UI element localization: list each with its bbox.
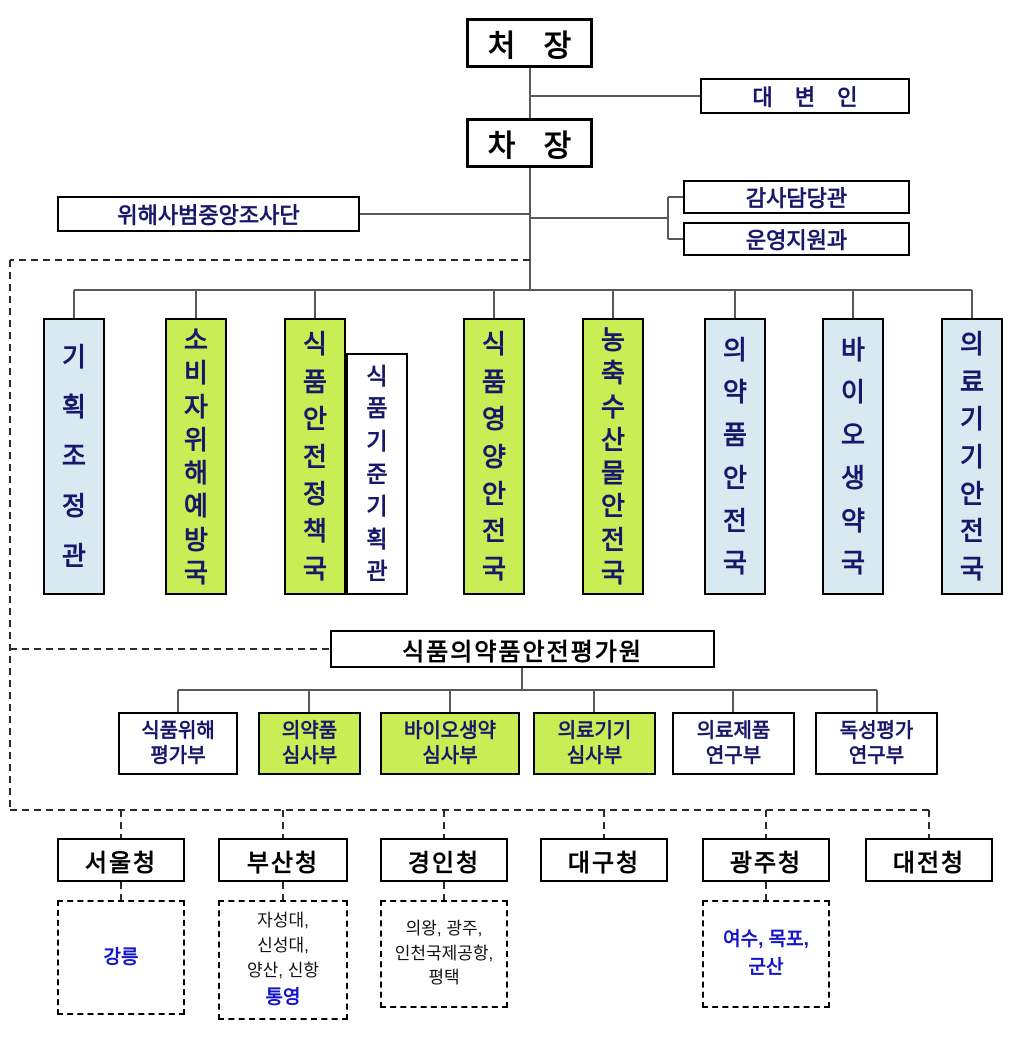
detail-box-seoul: 강릉 bbox=[57, 900, 185, 1015]
node-investigation-unit: 위해사범중앙조사단 bbox=[57, 196, 360, 232]
detail-line: 군산 bbox=[748, 957, 784, 978]
node-evaluation-institute-label: 식품의약품안전평가원 bbox=[402, 638, 643, 666]
node-div-toxicology-research: 독성평가 연구부 bbox=[815, 712, 938, 775]
regional-label: 서울청 bbox=[84, 849, 158, 877]
node-audit-officer: 감사담당관 bbox=[683, 180, 910, 214]
node-spokesperson: 대 변 인 bbox=[700, 78, 910, 114]
div-label-line2: 심사부 bbox=[422, 744, 478, 767]
detail-line: 인천국제공항, bbox=[394, 943, 494, 963]
div-label-line1: 의약품 bbox=[281, 719, 338, 742]
detail-line: 신성대, bbox=[257, 935, 309, 955]
div-label-line1: 독성평가 bbox=[839, 719, 914, 742]
div-label-line2: 연구부 bbox=[705, 744, 762, 767]
detail-line: 강릉 bbox=[103, 946, 139, 968]
node-regional-daegu: 대구청 bbox=[540, 838, 668, 882]
regional-label: 대전청 bbox=[892, 849, 966, 877]
detail-line: 평택 bbox=[428, 968, 460, 988]
regional-label: 대구청 bbox=[567, 849, 641, 877]
div-label-line1: 바이오생약 bbox=[404, 719, 496, 742]
div-label-line2: 연구부 bbox=[848, 744, 905, 767]
node-evaluation-institute: 식품의약품안전평가원 bbox=[330, 630, 715, 668]
node-audit-officer-label: 감사담당관 bbox=[745, 186, 848, 211]
regional-label: 부산청 bbox=[246, 849, 320, 877]
node-div-food-risk-evaluation: 식품위해 평가부 bbox=[118, 712, 238, 775]
node-div-medical-product-research: 의료제품 연구부 bbox=[672, 712, 795, 775]
div-label-line1: 의료기기 bbox=[557, 719, 632, 742]
div-label-line1: 의료제품 bbox=[696, 719, 771, 742]
node-regional-busan: 부산청 bbox=[218, 838, 348, 882]
node-regional-gyeongin: 경인청 bbox=[380, 838, 508, 882]
node-commissioner-label: 처 장 bbox=[487, 30, 582, 63]
detail-box-gyeongin: 의왕, 광주, 인천국제공항, 평택 bbox=[380, 900, 508, 1008]
div-label-line2: 심사부 bbox=[566, 744, 623, 767]
node-investigation-unit-label: 위해사범중앙조사단 bbox=[117, 203, 300, 228]
div-label-line1: 식품위해 bbox=[141, 719, 215, 742]
div-label-line2: 평가부 bbox=[150, 744, 206, 767]
detail-box-gwangju: 여수, 목포, 군산 bbox=[702, 900, 830, 1008]
detail-line: 통영 bbox=[265, 986, 301, 1008]
regional-label: 광주청 bbox=[729, 849, 803, 877]
node-operation-support-label: 운영지원과 bbox=[745, 228, 848, 253]
node-div-drug-review: 의약품 심사부 bbox=[258, 712, 361, 775]
detail-line: 자성대, bbox=[257, 910, 309, 930]
node-spokesperson-label: 대 변 인 bbox=[752, 85, 866, 110]
node-regional-seoul: 서울청 bbox=[57, 838, 185, 882]
node-vice-commissioner-label: 차 장 bbox=[487, 130, 582, 163]
node-vice-commissioner: 차 장 bbox=[466, 118, 593, 168]
regional-label: 경인청 bbox=[407, 849, 481, 877]
node-commissioner: 처 장 bbox=[466, 18, 593, 68]
detail-line: 여수, 목포, bbox=[723, 929, 809, 951]
node-operation-support: 운영지원과 bbox=[683, 222, 910, 256]
node-regional-gwangju: 광주청 bbox=[702, 838, 830, 882]
detail-line: 의왕, 광주, bbox=[405, 918, 483, 938]
node-div-bioherbal-review: 바이오생약 심사부 bbox=[380, 712, 520, 775]
div-label-line2: 심사부 bbox=[281, 744, 338, 767]
node-div-medical-device-review: 의료기기 심사부 bbox=[533, 712, 656, 775]
detail-line: 양산, 신항 bbox=[246, 960, 319, 980]
node-regional-daejeon: 대전청 bbox=[865, 838, 993, 882]
detail-box-busan: 자성대, 신성대, 양산, 신항 통영 bbox=[218, 900, 348, 1020]
